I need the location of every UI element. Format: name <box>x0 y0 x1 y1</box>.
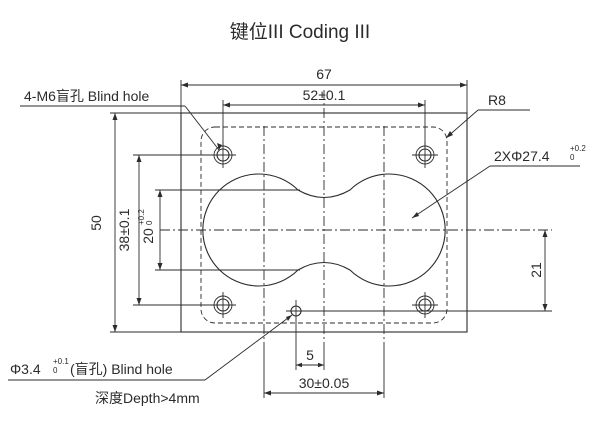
dim-bore-upper: +0.2 <box>137 209 146 225</box>
label-pin-suffix: (盲孔) Blind hole <box>70 361 173 377</box>
dim-right-offset: 21 <box>528 262 544 278</box>
dim-overall-width: 67 <box>316 66 332 82</box>
m6-hole-bottom-right <box>412 292 438 318</box>
dim-hole-spacing-y: 38±0.1 <box>116 208 132 251</box>
dim-pin-offset: 5 <box>306 347 314 363</box>
label-pin-upper: +0.1 <box>53 357 69 366</box>
dim-bore-base: 20 <box>140 228 156 244</box>
label-pin-lower: 0 <box>53 366 58 375</box>
dim-hole-spacing-x: 52±0.1 <box>303 87 346 103</box>
leader-m6 <box>20 105 222 151</box>
dim-5-line <box>296 362 324 368</box>
dim-21-line <box>542 230 548 311</box>
leader-r8 <box>445 109 530 139</box>
double-bore-cutout <box>202 173 446 287</box>
dim-pin-distance: 30±0.05 <box>299 375 350 391</box>
leader-pin <box>8 314 293 381</box>
label-bore-prefix: 2XΦ27.4 <box>494 148 550 164</box>
dim-overall-height: 50 <box>88 215 104 231</box>
leader-bore <box>411 165 580 219</box>
dim-67-line <box>181 82 467 88</box>
dim-50-line <box>112 113 118 332</box>
pin-hole <box>286 300 306 370</box>
label-pin-group: Φ3.4 +0.1 0 (盲孔) Blind hole <box>10 357 173 377</box>
label-depth: 深度Depth>4mm <box>95 390 200 406</box>
dim-38-line <box>136 155 142 305</box>
label-pin-prefix: Φ3.4 <box>10 361 41 377</box>
label-bore-lower: 0 <box>570 153 575 162</box>
dim-bore-20: 20 +0.2 0 <box>137 209 156 244</box>
dim-30-line <box>264 390 384 396</box>
label-bore-upper: +0.2 <box>570 144 586 153</box>
label-radius: R8 <box>488 92 506 108</box>
label-blind-hole-m6: 4-M6盲孔 Blind hole <box>24 88 149 104</box>
label-bore-group: 2XΦ27.4 +0.2 0 <box>494 144 586 164</box>
dim-bore-lower: 0 <box>145 220 154 225</box>
dim-52-line <box>223 102 425 108</box>
dim-20-line <box>157 190 163 270</box>
drawing-title: 键位III Coding III <box>230 21 370 43</box>
